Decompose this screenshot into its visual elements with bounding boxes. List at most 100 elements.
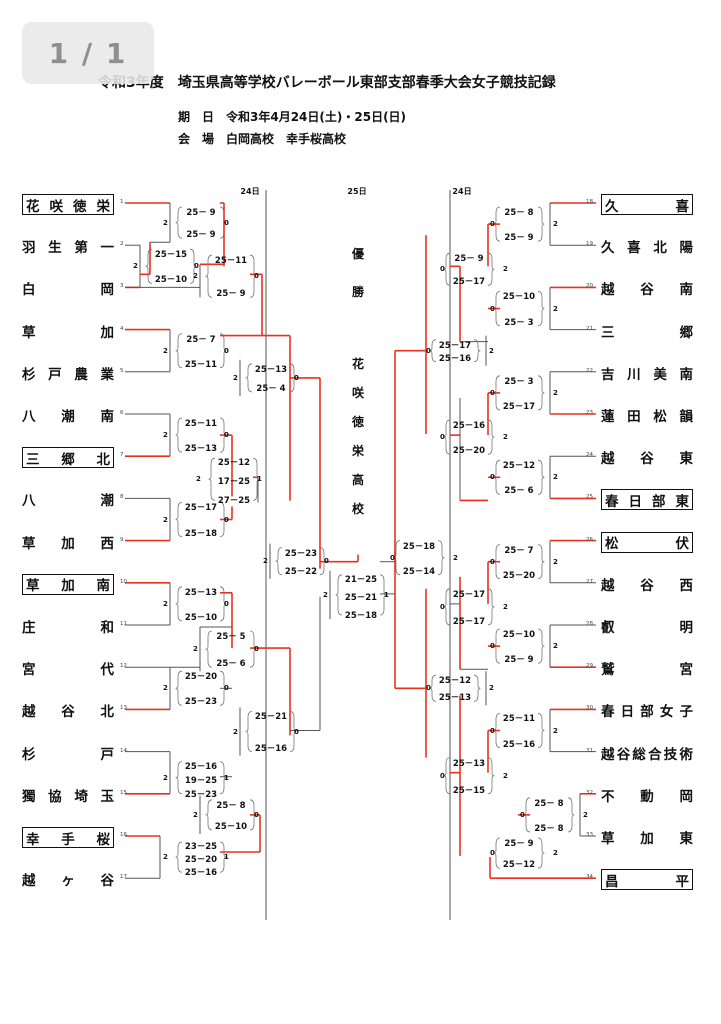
- set-score: 25－23: [184, 697, 218, 708]
- sets-lost-count: 0: [324, 557, 329, 566]
- team-name-right: 叡明: [601, 620, 693, 636]
- score-brace: [487, 757, 495, 795]
- set-score: 25－ 9: [504, 233, 534, 244]
- score-brace: [275, 547, 283, 576]
- score-brace: [537, 459, 545, 495]
- team-name-right: 越谷南: [601, 282, 693, 299]
- set-score: 25－16: [438, 353, 472, 364]
- sets-lost-count: 0: [440, 771, 445, 780]
- team-name-left: 越ヶ谷: [22, 873, 114, 890]
- team-name-left: 獨協埼玉: [22, 788, 114, 805]
- seed-number: 20: [586, 283, 593, 290]
- score-brace: [537, 837, 545, 869]
- sets-won-count: 2: [553, 220, 558, 229]
- event-venue: 会 場 白岡高校 幸手桜高校: [178, 132, 347, 146]
- set-score: 19－25: [184, 775, 218, 786]
- score-brace: [335, 574, 343, 616]
- sets-lost-count: 0: [440, 433, 445, 442]
- set-score: 25－ 7: [186, 334, 216, 345]
- sets-won-count: 2: [163, 853, 168, 862]
- sets-lost-count: 0: [254, 810, 259, 819]
- sets-won-count: 2: [133, 262, 138, 271]
- sets-won-count: 2: [163, 431, 168, 440]
- set-score: 25－17: [452, 277, 486, 288]
- set-score: 25－12: [502, 461, 536, 472]
- sets-won-count: 2: [163, 218, 168, 227]
- team-name-right: 越谷東: [601, 451, 693, 468]
- sets-won-count: 2: [489, 346, 494, 355]
- set-score: 25－16: [184, 761, 218, 772]
- score-brace: [537, 291, 545, 326]
- team-name-left: 幸手桜: [22, 827, 114, 848]
- seed-number: 9: [120, 536, 124, 543]
- team-name-right: 蓮田松韻: [601, 409, 693, 425]
- seed-number: 12: [120, 663, 127, 670]
- sets-lost-count: 0: [254, 272, 259, 281]
- set-score: 25－ 8: [534, 824, 564, 834]
- sets-won-count: 2: [193, 810, 198, 819]
- set-score: 25－12: [217, 458, 251, 469]
- score-brace: [175, 841, 183, 873]
- set-score: 25－10: [502, 630, 536, 640]
- set-score: 25－17: [438, 340, 472, 351]
- set-score: 25－ 7: [504, 545, 534, 556]
- set-score: 25－18: [184, 528, 218, 539]
- score-brace: [175, 417, 183, 453]
- sets-lost-count: 1: [224, 773, 229, 782]
- score-brace: [393, 540, 401, 576]
- team-name-left: 庄和: [22, 620, 114, 636]
- score-brace: [219, 841, 227, 873]
- sets-won-count: 2: [163, 599, 168, 608]
- team-name-right: 久喜: [601, 194, 693, 215]
- set-score: 25－ 8: [504, 208, 534, 218]
- score-brace: [487, 252, 495, 286]
- sets-won-count: 2: [163, 773, 168, 782]
- set-score: 17－25: [217, 477, 251, 488]
- team-name-left: 草加南: [22, 573, 114, 595]
- sets-lost-count: 0: [490, 304, 495, 313]
- team-name-right: 松伏: [601, 531, 693, 553]
- team-name-left: 三郷北: [22, 447, 114, 469]
- team-name-right: 吉川美南: [601, 366, 693, 383]
- sets-won-count: 2: [553, 726, 558, 735]
- set-score: 25－ 8: [216, 800, 246, 811]
- set-score: 25－ 9: [186, 230, 216, 241]
- team-name-left: 杉戸農業: [22, 366, 114, 383]
- score-brace: [379, 574, 387, 616]
- seed-number: 33: [586, 832, 593, 838]
- score-brace: [175, 761, 183, 795]
- day-label-left: 24日: [240, 187, 260, 196]
- team-name-right: 不動岡: [601, 788, 693, 805]
- set-score: 25－18: [402, 541, 436, 552]
- set-score: 25－16: [502, 739, 536, 750]
- sets-won-count: 2: [553, 849, 558, 858]
- seed-number: 2: [120, 241, 124, 248]
- seed-number: 4: [120, 325, 124, 332]
- seed-number: 27: [586, 578, 593, 585]
- set-score: 25－13: [184, 444, 218, 455]
- sets-won-count: 2: [553, 473, 558, 482]
- set-score: 25－21: [254, 712, 288, 723]
- set-score: 25－13: [438, 693, 472, 704]
- sets-won-count: 2: [263, 557, 268, 566]
- set-score: 25－12: [438, 676, 472, 687]
- team-name-right: 昌平: [601, 869, 693, 891]
- sets-lost-count: 0: [426, 684, 431, 693]
- score-brace: [175, 586, 183, 622]
- sets-lost-count: 0: [440, 602, 445, 611]
- seed-number: 21: [586, 325, 593, 332]
- seed-number: 26: [586, 536, 593, 543]
- score-brace: [537, 375, 545, 411]
- team-name-left: 八潮南: [22, 409, 114, 425]
- set-score: 25－17: [452, 589, 486, 600]
- score-brace: [205, 254, 213, 298]
- sets-lost-count: 0: [490, 388, 495, 397]
- score-brace: [245, 711, 253, 752]
- set-score: 25－20: [184, 672, 218, 683]
- set-score: 25－16: [254, 743, 288, 754]
- score-brace: [473, 339, 481, 363]
- sets-won-count: 2: [163, 346, 168, 355]
- set-score: 25－16: [184, 868, 218, 879]
- sets-lost-count: 0: [294, 727, 299, 736]
- set-score: 25－ 5: [216, 632, 246, 642]
